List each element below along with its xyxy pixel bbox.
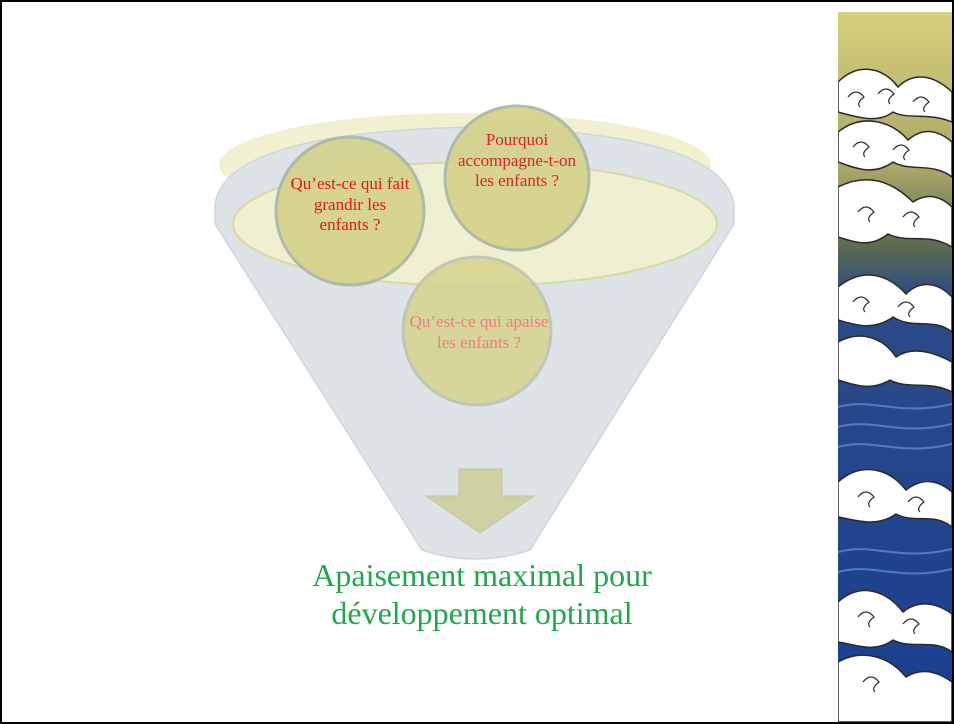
- question-circle-1: [274, 135, 426, 287]
- question-text-1: Qu’est-ce qui fait grandir les enfants ?: [290, 174, 410, 235]
- result-text: Apaisement maximal pour développement op…: [312, 557, 652, 631]
- down-arrow-icon: [424, 468, 536, 534]
- funnel-diagram: [214, 104, 735, 560]
- question-text-3: Qu’est-ce qui apaise les enfants ?: [409, 312, 549, 352]
- question-circle-3: [401, 255, 553, 407]
- question-text-2: Pourquoi accompagne-t-on les enfants ?: [458, 130, 576, 191]
- question-circle-2: [443, 104, 591, 252]
- wave-pattern-icon: [838, 12, 952, 722]
